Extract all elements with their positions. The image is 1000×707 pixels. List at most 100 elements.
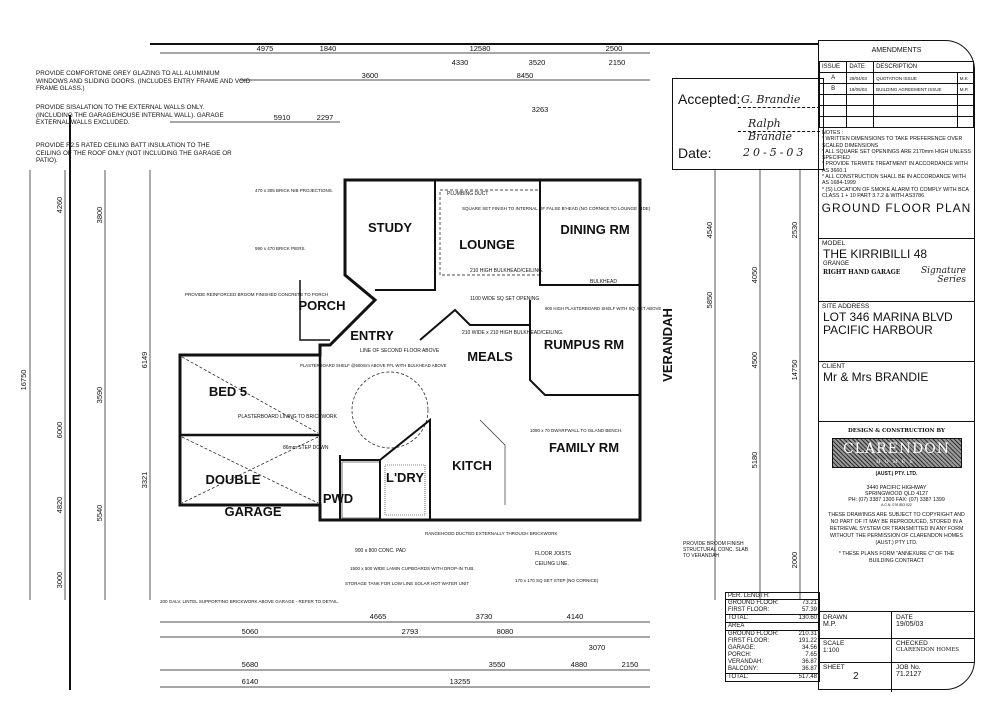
dimension: 4820 <box>55 497 64 514</box>
cell: FIRST FLOOR: <box>728 638 770 644</box>
plan-note: 86mm STEP DOWN <box>283 445 329 451</box>
cell: 36.87 <box>801 659 817 665</box>
header: DATE <box>846 61 875 73</box>
site-line2: PACIFIC HARBOUR <box>823 323 933 337</box>
copyright-notice: THESE DRAWINGS ARE SUBJECT TO COPYRIGHT … <box>828 512 965 546</box>
dimension: 4665 <box>370 612 387 621</box>
area-table: PER. LENGTH: GROUND FLOOR:73.21 FIRST FL… <box>725 592 820 682</box>
cell: M.K <box>956 72 975 84</box>
header: DESCRIPTION <box>873 61 974 73</box>
dimension: 13255 <box>450 677 471 686</box>
cell: 517.48 <box>798 674 817 680</box>
dimension: 2297 <box>317 113 334 122</box>
dimension: 5850 <box>705 292 714 309</box>
general-note: Provide sisalation to the external walls… <box>36 104 224 127</box>
cell: VERANDAH: <box>728 659 764 665</box>
model-section: MODEL THE KIRRIBILLI 48 GRANGE Signature… <box>819 238 974 299</box>
job-label: JOB No. <box>896 664 921 671</box>
garage-side: RIGHT HAND GARAGE <box>823 269 901 276</box>
dimension: 3520 <box>529 58 546 67</box>
dimension: 4260 <box>55 197 64 214</box>
plan-note: 210 HIGH BULKHEAD/CEILING. <box>470 268 543 274</box>
cell: 73.21 <box>801 600 817 606</box>
plan-note: 470 x 305 BRICK NIB PROJECTIONS. <box>255 188 333 193</box>
dimension: 2150 <box>622 660 639 669</box>
cell: 210.31 <box>798 631 817 637</box>
cell: BALCONY: <box>728 666 759 672</box>
dimension: 4140 <box>567 612 584 621</box>
logo-sub: HOMES <box>876 459 917 465</box>
date-value: 20-5-03 <box>743 146 807 159</box>
cell: GARAGE: <box>728 645 756 651</box>
general-note: Provide Comfortone grey glazing to all a… <box>36 70 251 93</box>
plan-note: 170 x 170 SQ SET STEP (NO CORNICE) <box>515 578 599 583</box>
plan-note: BULKHEAD <box>590 279 617 285</box>
plan-note: 590 x 470 BRICK PIERS. <box>255 246 306 251</box>
client-label: CLIENT <box>822 363 846 370</box>
dimension: 2793 <box>402 627 419 636</box>
sheet-label: SHEET <box>823 664 845 671</box>
room-family: FAMILY RM <box>549 440 619 455</box>
plan-note: 210 WIDE x 210 HIGH BULKHEAD/CEILING. <box>462 330 563 336</box>
dimension: 2150 <box>609 58 626 67</box>
plan-note: 1100 WIDE SQ SET OPENING <box>470 296 539 302</box>
builder-address-2: SPRINGWOOD QLD 4127 <box>865 491 928 497</box>
dimension: 6000 <box>55 422 64 439</box>
plan-note: 1090 x 70 DWARFWALL TO ISLAND BENCH. <box>530 428 622 433</box>
site-label: SITE ADDRESS <box>822 303 870 310</box>
signature-2: Ralph Brandie <box>748 117 793 143</box>
cell: M.P. <box>956 83 975 95</box>
note: * PROVIDE TERMITE TREATMENT IN ACCORDANC… <box>822 161 968 174</box>
cell: 191.22 <box>798 638 817 644</box>
builder-pty: (AUST.) PTY. LTD. <box>875 471 918 477</box>
cell: A <box>818 72 848 84</box>
dimension: 4330 <box>452 58 469 67</box>
drawn-label: DRAWN <box>823 614 848 621</box>
plan-note: 200 GALV. LINTEL SUPPORTING BRICKWORK AB… <box>160 599 339 604</box>
note: * (S) LOCATION OF SMOKE ALARM TO COMPLY … <box>822 186 969 199</box>
room-double: DOUBLE <box>206 472 261 487</box>
note: * ALL CONSTRUCTION SHALL BE IN ACCORDANC… <box>822 174 966 187</box>
plan-note: LINE OF SECOND FLOOR ABOVE <box>360 348 440 354</box>
cell: 36.87 <box>801 666 817 672</box>
general-note: Provide R2.5 rated ceiling batt insulati… <box>36 142 232 165</box>
client-name: Mr & Mrs BRANDIE <box>823 370 929 384</box>
cell: 34.56 <box>801 645 817 651</box>
dimension: 4975 <box>257 44 274 53</box>
job-value: 71.2127 <box>896 671 922 678</box>
dimension: 4050 <box>750 267 759 284</box>
accepted-label: Accepted: <box>678 91 741 107</box>
cell: GROUND FLOOR: <box>728 631 779 637</box>
plan-note: RANGEHOOD DUCTED EXTERNALLY THROUGH BRIC… <box>425 531 558 536</box>
notes-list: NOTES : * WRITTEN DIMENSIONS TO TAKE PRE… <box>819 128 974 201</box>
cell: 29/04/03 <box>846 72 875 84</box>
cell: 130.60 <box>798 615 817 621</box>
client-section: CLIENT Mr & Mrs BRANDIE <box>819 361 974 422</box>
logo-text: CLARENDON <box>842 441 951 457</box>
dimension: 3730 <box>476 612 493 621</box>
date-label: DATE <box>896 614 913 621</box>
room-lounge: LOUNGE <box>459 237 515 252</box>
dimension: 2000 <box>790 552 799 569</box>
room-entry: ENTRY <box>350 328 394 343</box>
dimension: 3590 <box>95 387 104 404</box>
cell: PORCH: <box>728 652 752 658</box>
dimension: 4500 <box>750 352 759 369</box>
room-study: STUDY <box>368 220 412 235</box>
drawing-title: GROUND FLOOR PLAN <box>821 201 972 216</box>
room-laundry: L'DRY <box>386 470 424 485</box>
amendments-title: AMENDMENTS <box>871 47 922 54</box>
cell: TOTAL: <box>728 674 749 680</box>
date-label: Date: <box>678 145 712 161</box>
scale-label: SCALE <box>823 640 845 647</box>
dimension: 12580 <box>470 44 491 53</box>
room-kitchen: KITCH <box>452 458 492 473</box>
dimension: 14750 <box>790 360 799 381</box>
dimension: 3550 <box>489 660 506 669</box>
plan-note: PROVIDE BROOM FINISH STRUCTURAL CONC. SL… <box>683 541 749 559</box>
dimension: 2530 <box>790 222 799 239</box>
plan-note: FLOOR JOISTS <box>535 551 572 557</box>
cell: B <box>818 83 848 95</box>
